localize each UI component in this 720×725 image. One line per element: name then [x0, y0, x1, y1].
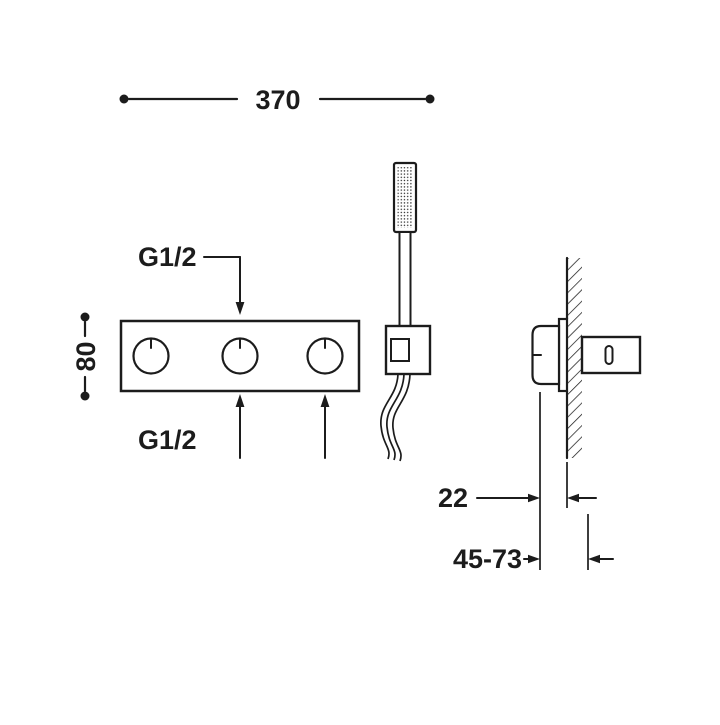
dimension-endpoint-dot [80, 391, 90, 401]
knob-right [306, 337, 344, 375]
dimension-endpoint-dot [425, 94, 435, 104]
valve-body-slot [604, 345, 614, 365]
escutcheon-plate [557, 317, 569, 393]
hand-shower-handle [398, 231, 412, 327]
knob-left [132, 337, 170, 375]
hand-shower [380, 161, 432, 462]
arrowhead-right-icon [528, 493, 540, 503]
shower-hose [380, 373, 399, 460]
hand-shower-spray-face [397, 167, 413, 228]
width-dimension: 370 [119, 85, 435, 115]
height-dimension: 80 [71, 312, 101, 401]
mixer-front-view [119, 319, 361, 393]
dimension-endpoint-dot [119, 94, 129, 104]
shower-hose [386, 373, 405, 461]
arrowhead-up-icon [235, 394, 245, 407]
wall-offset-dimension: 22 [438, 392, 597, 570]
arrowhead-up-icon [320, 394, 330, 407]
wall-hatching [567, 258, 582, 458]
inlet-bottom-callout: G1/2 [138, 394, 330, 459]
height-dimension-label: 80 [71, 341, 101, 371]
inlet-top-label: G1/2 [138, 242, 197, 272]
inlet-top-callout: G1/2 [138, 242, 245, 315]
wall-offset-label: 22 [438, 483, 468, 513]
arrowhead-down-icon [235, 302, 245, 315]
arrowhead-right-icon [528, 554, 540, 564]
knob-middle [221, 337, 259, 375]
dimension-endpoint-dot [80, 312, 90, 322]
shower-hose [392, 373, 411, 462]
inlet-bottom-label: G1/2 [138, 425, 197, 455]
mixer-side-view [531, 256, 642, 460]
knob-side-profile [531, 324, 561, 386]
installation-depth-label: 45-73 [453, 544, 522, 574]
arrowhead-left-icon [567, 493, 579, 503]
installation-depth-dimension: 45-73 [453, 514, 614, 574]
bracket-clip [390, 338, 410, 362]
width-dimension-label: 370 [255, 85, 300, 115]
arrowhead-left-icon [588, 554, 600, 564]
